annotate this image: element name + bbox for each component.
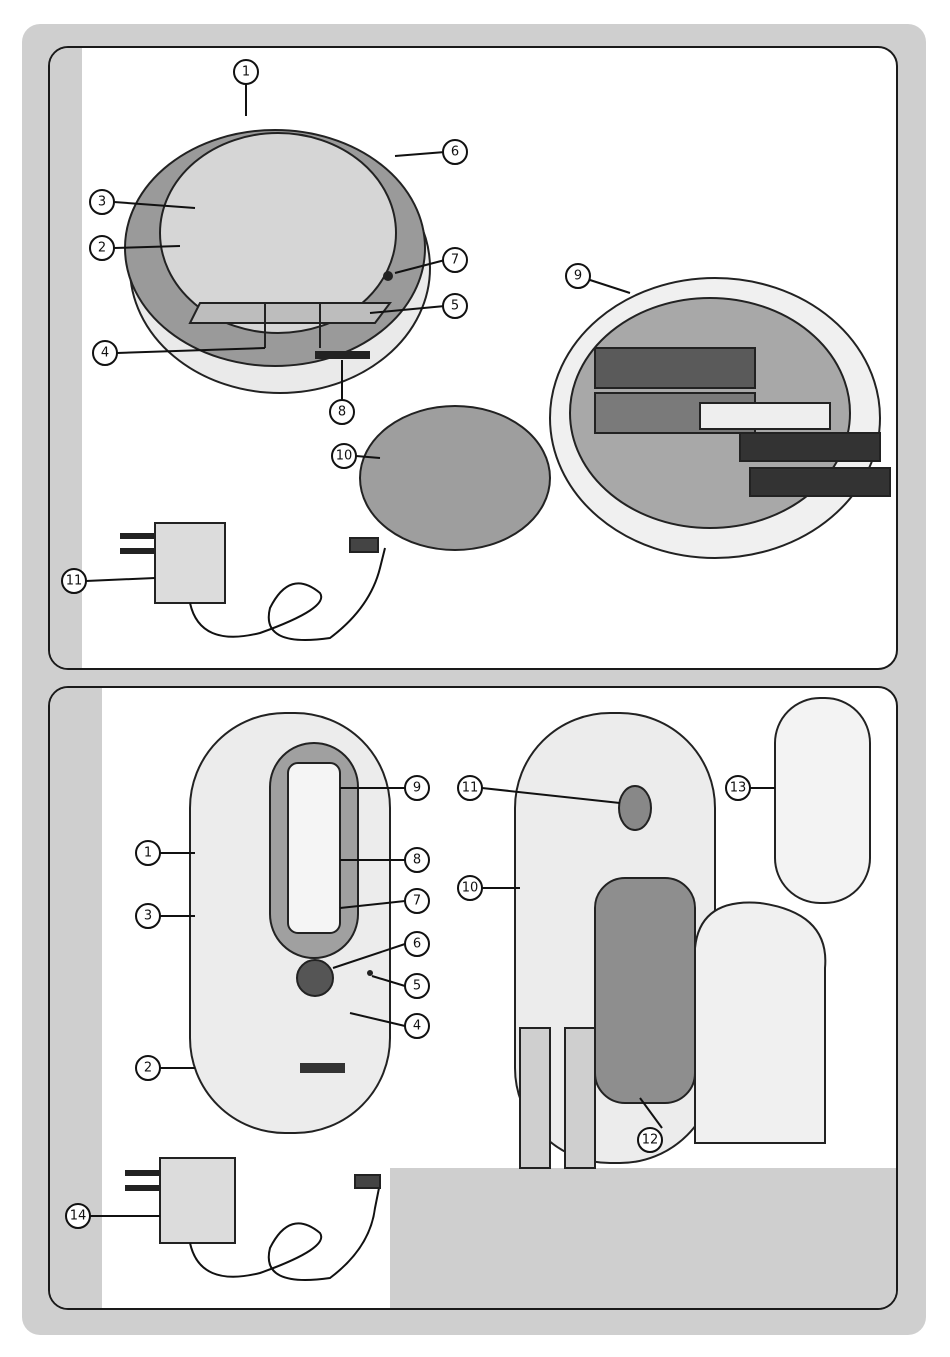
- parent-unit-illustration: 9 1 8 3 7 6 5 4 2: [50, 688, 896, 1308]
- svg-text:2: 2: [144, 1061, 152, 1076]
- callout-marker: 4: [93, 341, 117, 365]
- callout-marker: 10: [332, 444, 356, 468]
- svg-text:6: 6: [413, 937, 421, 952]
- callout-marker: 7: [405, 889, 429, 913]
- svg-text:11: 11: [462, 781, 479, 796]
- slot-marking: [315, 351, 370, 359]
- svg-text:10: 10: [462, 881, 479, 896]
- callout-marker: 6: [443, 140, 467, 164]
- svg-text:5: 5: [451, 299, 459, 314]
- base-unit-illustration: 1 6 3 2 7 5 4 8 9: [50, 48, 896, 668]
- svg-text:2: 2: [98, 241, 106, 256]
- callout-marker: 8: [330, 400, 354, 424]
- callout-marker: 10: [458, 876, 482, 900]
- callout-marker: 8: [405, 848, 429, 872]
- callout-marker: 3: [90, 190, 114, 214]
- adapter-drawing: [120, 523, 385, 640]
- svg-text:4: 4: [101, 346, 109, 361]
- svg-text:9: 9: [574, 269, 582, 284]
- adapter-drawing: [125, 1158, 380, 1280]
- svg-text:8: 8: [413, 853, 421, 868]
- callout-marker: 13: [726, 776, 750, 800]
- callout-marker: 11: [62, 569, 86, 593]
- svg-text:12: 12: [642, 1133, 659, 1148]
- illustration-panel-parent-unit: 9 1 8 3 7 6 5 4 2: [48, 686, 898, 1310]
- svg-text:1: 1: [144, 846, 152, 861]
- svg-text:7: 7: [413, 894, 421, 909]
- illustration-panel-base-unit: 1 6 3 2 7 5 4 8 9: [48, 46, 898, 670]
- svg-text:10: 10: [336, 449, 353, 464]
- svg-text:8: 8: [338, 405, 346, 420]
- battery-compartment-drawing: [550, 278, 890, 558]
- callout-marker: 9: [405, 776, 429, 800]
- belt-clip-drawing: [775, 698, 870, 903]
- callout-marker: 4: [405, 1014, 429, 1038]
- svg-text:6: 6: [451, 145, 459, 160]
- svg-text:13: 13: [730, 781, 747, 796]
- svg-text:1: 1: [242, 65, 250, 80]
- callout-marker: 2: [136, 1056, 160, 1080]
- svg-text:11: 11: [66, 574, 83, 589]
- callout-marker: 5: [405, 974, 429, 998]
- parent-unit-front-drawing: [190, 713, 390, 1133]
- callout-marker: 7: [443, 248, 467, 272]
- callout-marker: 2: [90, 236, 114, 260]
- callout-marker: 11: [458, 776, 482, 800]
- callout-marker: 6: [405, 932, 429, 956]
- svg-text:14: 14: [70, 1209, 87, 1224]
- svg-text:7: 7: [451, 253, 459, 268]
- svg-text:3: 3: [98, 195, 106, 210]
- callout-marker: 5: [443, 294, 467, 318]
- svg-text:9: 9: [413, 781, 421, 796]
- svg-text:3: 3: [144, 909, 152, 924]
- callout-marker: 14: [66, 1204, 90, 1228]
- callout-marker: 12: [638, 1128, 662, 1152]
- svg-text:5: 5: [413, 979, 421, 994]
- callout-marker: 3: [136, 904, 160, 928]
- base-unit-drawing: [125, 130, 430, 393]
- callout-marker: 1: [136, 841, 160, 865]
- battery-cover-drawing: [360, 406, 550, 550]
- callout-marker: 9: [566, 264, 590, 288]
- callout-marker: 1: [234, 60, 258, 84]
- svg-text:4: 4: [413, 1019, 421, 1034]
